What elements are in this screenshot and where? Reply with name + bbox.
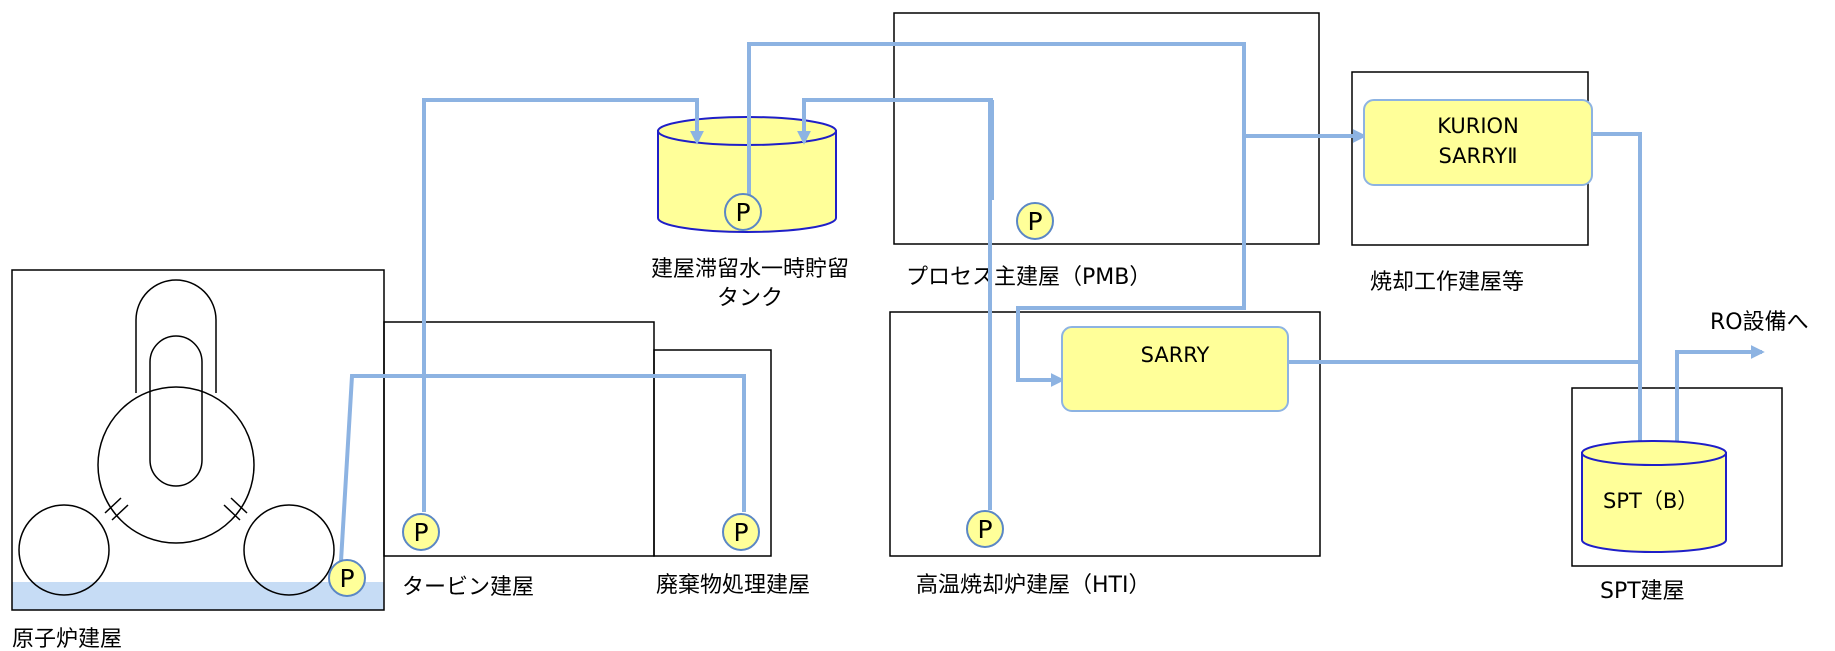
hti-building: 高温焼却炉建屋（HTI）: [889, 311, 1321, 598]
pump-icon: [724, 193, 762, 231]
pump-turbine: P: [402, 513, 440, 551]
pump-icon: [402, 513, 440, 551]
process-main-building: プロセス主建屋（PMB）: [893, 12, 1320, 290]
pipes: [338, 42, 1765, 579]
spt-b-tank: SPT（B）: [1581, 440, 1727, 553]
svg-text:P: P: [1027, 207, 1042, 236]
reactor-building: 原子炉建屋: [11, 269, 385, 651]
stagnant-water: [12, 582, 384, 610]
tank-label-line1: 建屋滞留水一時貯留: [651, 257, 849, 282]
pump-tank: P: [724, 193, 762, 231]
turbine-building-label: タービン建屋: [402, 575, 534, 600]
reactor-building-outline: [11, 269, 385, 611]
waste-treatment-building: 廃棄物処理建屋: [653, 349, 810, 598]
pipe-kurion-to-spt: [1592, 132, 1647, 461]
kurion-sarry2-box: [1363, 99, 1593, 186]
pmb-label: プロセス主建屋（PMB）: [906, 265, 1151, 290]
kurion-label: KURION: [1437, 114, 1519, 138]
pipe-spt-to-ro: [1675, 345, 1765, 455]
svg-text:P: P: [977, 515, 992, 544]
pipe-tank-to-kurion: [747, 42, 1367, 198]
waste-building-label: 廃棄物処理建屋: [656, 573, 810, 598]
pump-icon: [966, 510, 1004, 548]
sarry-box: [1061, 326, 1289, 412]
pmb-outline: [893, 12, 1320, 245]
svg-text:P: P: [735, 198, 750, 227]
pipe-turbine-to-tank: [422, 98, 704, 512]
spt-b-tank-body: [1581, 452, 1727, 553]
reactor-vessel-icon: [18, 279, 335, 596]
svg-text:P: P: [413, 518, 428, 547]
incineration-building-label: 焼却工作建屋等: [1370, 270, 1524, 295]
spt-b-label: SPT（B）: [1603, 489, 1698, 513]
sarry2-label: SARRYⅡ: [1438, 144, 1517, 168]
sarry-label: SARRY: [1141, 343, 1210, 367]
pump-icon: [1016, 202, 1054, 240]
svg-text:P: P: [733, 518, 748, 547]
pump-reactor: P: [328, 559, 366, 597]
pump-hti: P: [966, 510, 1004, 548]
svg-text:P: P: [339, 564, 354, 593]
pump-icon: [722, 513, 760, 551]
pipe-reactor-to-waste: [338, 374, 746, 579]
spt-building-label: SPT建屋: [1600, 579, 1685, 604]
kurion-sarry2-unit: KURION SARRYⅡ: [1363, 99, 1593, 186]
reactor-building-label: 原子炉建屋: [12, 627, 122, 651]
spt-building: SPT建屋: [1571, 387, 1783, 604]
pump-pmb: P: [1016, 202, 1054, 240]
sarry-unit: SARRY: [1061, 326, 1289, 412]
spt-b-tank-top: [1581, 440, 1727, 466]
pump-waste: P: [722, 513, 760, 551]
hti-label: 高温焼却炉建屋（HTI）: [916, 573, 1150, 598]
hti-outline: [889, 311, 1321, 557]
pump-icon: [328, 559, 366, 597]
tank-label-line2: タンク: [717, 286, 783, 311]
pipe-pmb-to-sarry: [1016, 136, 1246, 387]
waste-building-outline: [653, 349, 772, 557]
ro-outlet-label: RO設備へ: [1710, 310, 1809, 335]
